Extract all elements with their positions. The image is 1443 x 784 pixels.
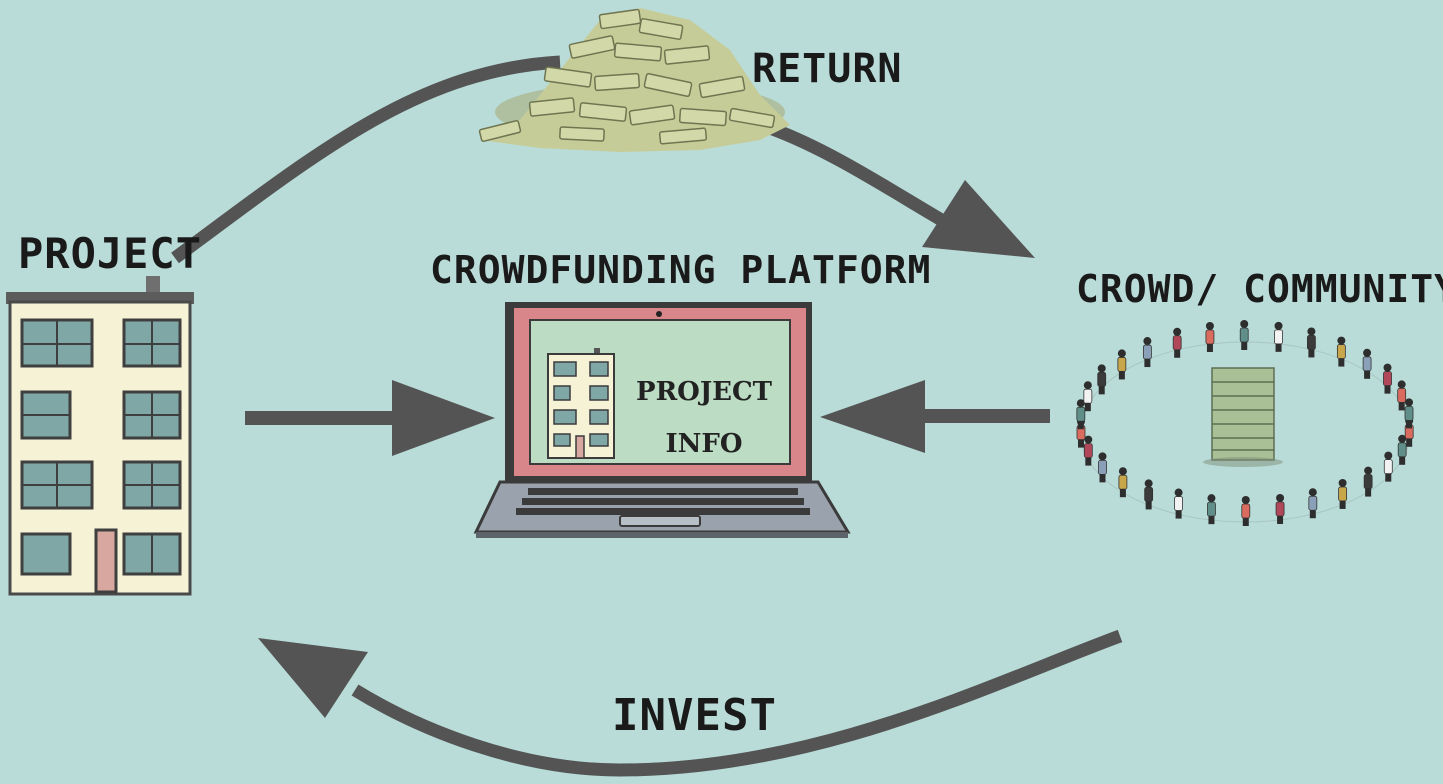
person-figure	[1117, 349, 1127, 380]
person-figure	[1098, 452, 1107, 483]
person-figure	[1397, 380, 1407, 411]
person-figure	[1083, 381, 1093, 412]
crowd-to-platform-arrow	[820, 380, 1050, 453]
person-figure	[1275, 493, 1285, 524]
person-figure	[1239, 320, 1249, 351]
invest-label: INVEST	[612, 690, 777, 741]
return-arrow	[171, 55, 1035, 264]
person-figure	[1142, 337, 1152, 368]
person-figure	[1308, 488, 1318, 519]
screen-info-label: INFO	[665, 429, 742, 459]
building-image	[6, 276, 194, 596]
people-ring	[1076, 320, 1414, 526]
invest-arrowhead	[258, 638, 368, 718]
money-stack	[1203, 367, 1283, 467]
person-figure	[1207, 494, 1216, 525]
person-figure	[1306, 327, 1316, 358]
person-figure	[1118, 467, 1128, 498]
person-figure	[1336, 336, 1346, 367]
laptop-image	[473, 302, 851, 538]
return-label: RETURN	[752, 46, 903, 92]
return-arrow-body	[767, 121, 949, 228]
person-figure	[1076, 399, 1086, 430]
person-figure	[1404, 398, 1414, 429]
project-to-platform-arrow	[245, 380, 495, 456]
return-arrow-tail	[171, 55, 561, 264]
invest-arrow	[258, 629, 1123, 777]
person-figure	[1363, 466, 1373, 497]
person-figure	[1205, 322, 1215, 353]
money-pile-image	[478, 8, 790, 152]
person-figure	[1097, 364, 1107, 395]
platform-label: CROWDFUNDING PLATFORM	[430, 248, 931, 292]
person-figure	[1144, 479, 1154, 510]
return-arrowhead	[922, 180, 1035, 258]
person-figure	[1241, 495, 1251, 526]
screen-project-label: PROJECT	[636, 377, 773, 407]
person-figure	[1172, 327, 1182, 358]
person-figure	[1274, 321, 1283, 352]
person-figure	[1383, 363, 1392, 394]
person-figure	[1174, 488, 1184, 519]
person-figure	[1338, 478, 1348, 509]
crowd-label: CROWD/ COMMUNITY	[1076, 267, 1443, 311]
invest-arrow-body	[351, 629, 1123, 777]
person-figure	[1362, 348, 1372, 379]
screen-building-icon	[547, 348, 615, 459]
person-figure	[1083, 435, 1093, 466]
project-label: PROJECT	[18, 229, 202, 278]
person-figure	[1397, 434, 1407, 465]
crowd-image	[1076, 320, 1414, 526]
person-figure	[1383, 451, 1393, 482]
